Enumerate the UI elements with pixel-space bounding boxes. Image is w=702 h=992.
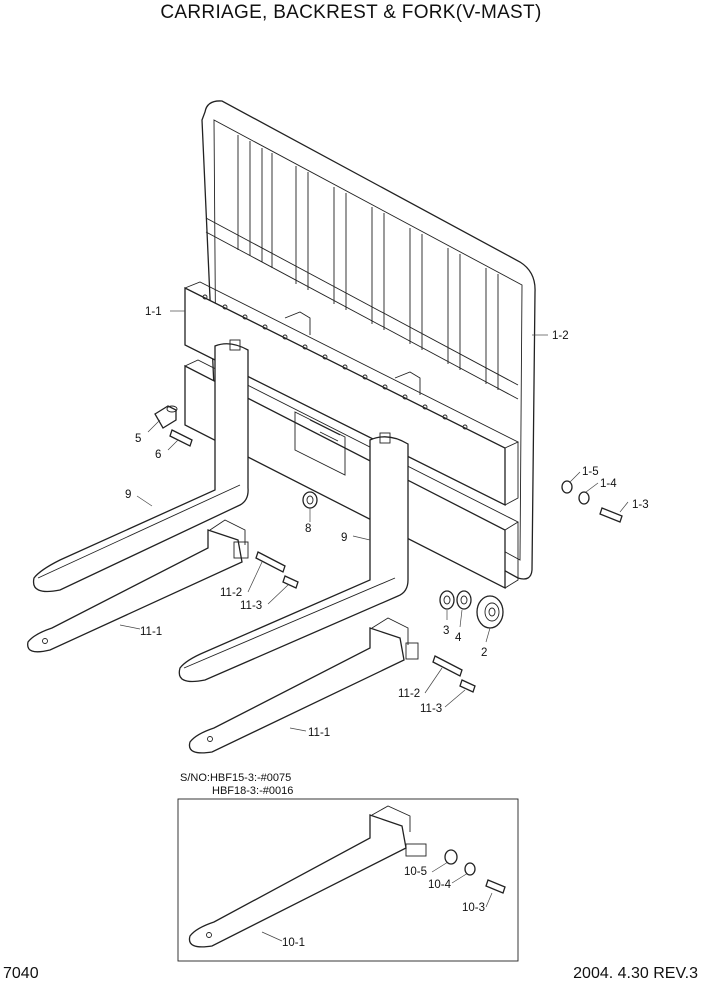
callout-9-right: 9	[341, 532, 347, 544]
bolt-part-1-3	[599, 507, 623, 523]
inset-fork-extension	[188, 805, 427, 948]
callout-11-1-right: 11-1	[308, 727, 330, 739]
callout-1-2: 1-2	[552, 330, 569, 342]
shim-part-3	[439, 590, 455, 610]
callout-11-2-right: 11-2	[398, 688, 420, 700]
callout-11-3-right: 11-3	[420, 703, 442, 715]
revision-date: 2004. 4.30 REV.3	[573, 965, 698, 982]
page-number: 7040	[3, 965, 39, 982]
right-fork	[178, 432, 409, 683]
callout-1-5: 1-5	[582, 466, 599, 478]
callout-10-1: 10-1	[282, 937, 305, 949]
left-fork-extension	[27, 519, 249, 653]
right-fork-extension	[188, 617, 419, 754]
callout-1-1: 1-1	[145, 306, 162, 318]
washer-part-1-4	[578, 491, 590, 505]
inset-small-parts	[444, 849, 506, 894]
callout-2: 2	[481, 647, 487, 659]
callout-1-3: 1-3	[632, 499, 649, 511]
pin-part-6	[169, 429, 193, 447]
callout-9-left: 9	[125, 489, 131, 501]
shim-part-4	[456, 590, 472, 610]
callout-5: 5	[135, 433, 141, 445]
stopper-part-5	[154, 405, 178, 429]
washer-part-8	[302, 491, 318, 509]
bolts-part-11-3	[282, 575, 476, 693]
pins-part-11-2	[255, 551, 463, 677]
left-fork	[32, 339, 249, 593]
callout-1-4: 1-4	[600, 478, 617, 490]
callout-6: 6	[155, 449, 161, 461]
carriage-notches	[202, 294, 468, 430]
washer-part-1-5	[561, 480, 573, 494]
backrest-slats	[237, 135, 499, 390]
callout-11-3-left: 11-3	[240, 600, 262, 612]
callout-3: 3	[443, 625, 449, 637]
page-title: CARRIAGE, BACKREST & FORK(V-MAST)	[160, 2, 542, 23]
leader-lines	[119, 310, 629, 942]
callout-4: 4	[455, 632, 462, 644]
carriage-upper-bar	[184, 281, 520, 507]
serial-note-line-1: S/NO:HBF15-3:-#0075	[180, 772, 292, 784]
serial-note-line-2: HBF18-3:-#0016	[212, 785, 294, 797]
inset-frame	[177, 798, 519, 962]
callout-11-2-left: 11-2	[220, 587, 242, 599]
callout-10-3: 10-3	[462, 902, 485, 914]
callout-8: 8	[305, 523, 311, 535]
callout-10-5: 10-5	[404, 866, 427, 878]
roller-part-2	[476, 595, 504, 629]
callout-10-4: 10-4	[428, 879, 452, 891]
callout-11-1-left: 11-1	[140, 626, 162, 638]
